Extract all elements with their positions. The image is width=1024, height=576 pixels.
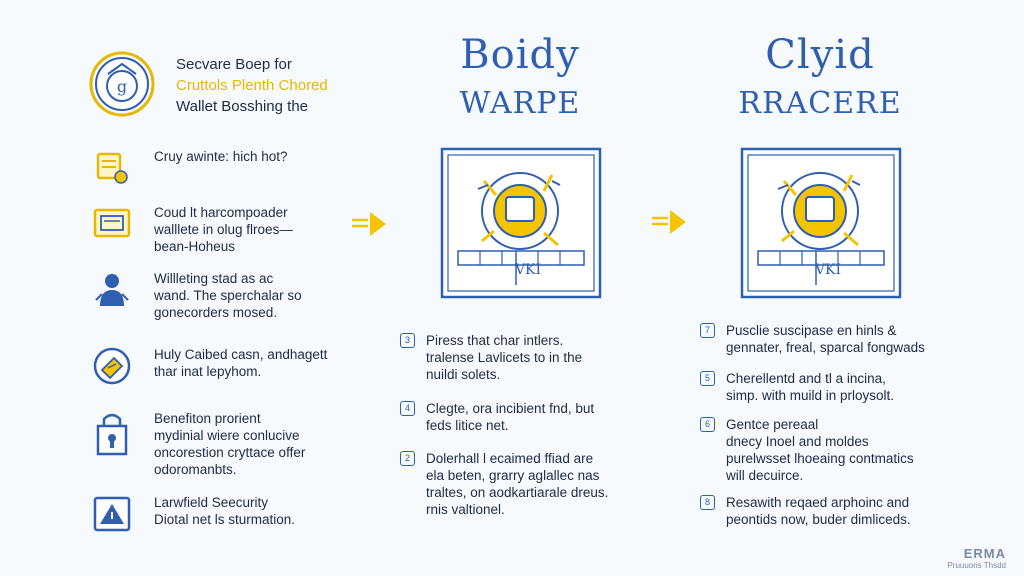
column-1-point-3-line-2: ela beten, grarry aglallec nas <box>426 468 600 483</box>
column-2-point-1-line-2: gennater, freal, sparcal fongwads <box>726 340 925 355</box>
left-item-3-line-1: Willleting stad as ac <box>154 271 274 286</box>
left-item-2-line-2: walllete in olug flroes— <box>154 222 293 237</box>
watermark-line-2: Pruuuoris Thsdd <box>947 561 1006 570</box>
column-2-point-3-line-3: purelwsset lhoeaing contmatics <box>726 451 914 466</box>
column-2-point-4-line-2: peontids now, buder dimliceds. <box>726 512 911 527</box>
left-item-5-line-3: oncorestion cryttace offer <box>154 445 306 460</box>
left-item-5-line-1: Benefiton prorient <box>154 411 261 426</box>
left-item-2-line-3: bean-Hoheus <box>154 239 236 254</box>
column-2-point-3-line-4: will decuirce. <box>726 468 804 483</box>
column-2-point-3-line-2: dnecy Inoel and moldes <box>726 434 869 449</box>
column-1-point-2-line-2: feds litice net. <box>426 418 509 433</box>
tag-icon <box>92 346 138 392</box>
left-item-5-line-2: mydinial wiere conlucive <box>154 428 300 443</box>
wallet-card-2 <box>740 145 905 310</box>
left-item-1-line-1: Cruy awinte: hich hot? <box>154 149 288 164</box>
column-1-point-2-line-1: Clegte, ora incibient fnd, but <box>426 401 595 416</box>
left-item-4-line-2: thar inat lepyhom. <box>154 364 262 379</box>
point-number: 8 <box>700 495 715 510</box>
arrow-right-icon <box>350 210 390 245</box>
wallet-card-1 <box>440 145 605 310</box>
point-number: 5 <box>700 371 715 386</box>
left-item-6-line-2: Diotal net ls sturmation. <box>154 512 296 527</box>
header-line-2: Cruttols Plenth Chored <box>176 77 328 94</box>
header-line-1: Secvare Boep for <box>176 56 292 73</box>
watermark: ERMA Pruuuoris Thsdd <box>947 546 1006 570</box>
left-item-1: Cruy awinte: hich hot? <box>92 148 412 208</box>
column-2-point-4-line-1: Resawith reqaed arphoinc and <box>726 495 910 510</box>
column-1-point-3-line-4: rnis valtionel. <box>426 502 505 517</box>
document-icon <box>92 148 138 194</box>
point-number: 7 <box>700 323 715 338</box>
column-2-subtitle: RRACERE <box>738 86 902 121</box>
left-item-2-line-1: Coud lt harcompoader <box>154 205 288 220</box>
point-number: 3 <box>400 333 415 348</box>
column-2-point-2-line-1: Cherellentd and tl a incina, <box>726 371 886 386</box>
warning-icon <box>92 494 138 540</box>
column-1-point-1-line-1: Piress that char intlers. <box>426 333 564 348</box>
column-1-point-1-line-3: nuildi solets. <box>426 367 501 382</box>
arrow-right-icon <box>650 208 690 243</box>
column-2-point-2-line-2: simp. with muild in prloysolt. <box>726 388 895 403</box>
point-number: 4 <box>400 401 415 416</box>
column-1-point-3-line-1: Dolerhall l ecaimed ffiad are <box>426 451 594 466</box>
column-1-point-3-line-3: traltes, on aodkartiarale dreus. <box>426 485 609 500</box>
header-line-3: Wallet Bosshing the <box>176 98 309 115</box>
column-2-point-3-line-1: Gentce pereaal <box>726 417 819 432</box>
column-2-title: Clyid <box>765 32 875 78</box>
watermark-line-1: ERMA <box>963 546 1006 561</box>
lock-icon <box>92 410 138 456</box>
column-1-title: Boidy <box>460 32 580 78</box>
wallet-card-2-label: VKI <box>814 262 842 278</box>
wallet-card-1-label: VKI <box>514 262 542 278</box>
column-1-subtitle: WARPE <box>459 86 581 121</box>
left-item-4-line-1: Huly Caibed casn, andhagett <box>154 347 328 362</box>
left-item-3: Willleting stad as ac wand. The sperchal… <box>92 270 412 330</box>
header-text: Secvare Boep for Cruttols Plenth Chored … <box>176 54 328 117</box>
left-item-4: Huly Caibed casn, andhagett thar inat le… <box>92 346 412 406</box>
left-item-3-line-3: gonecorders mosed. <box>154 305 278 320</box>
person-icon <box>92 270 138 316</box>
column-1-point-1-line-2: tralense Lavlicets to in the <box>426 350 583 365</box>
shield-logo-icon: g <box>88 50 156 118</box>
column-2-point-1-line-1: Pusclie suscipase en hinls & <box>726 323 897 338</box>
left-item-6-line-1: Larwfield Seecurity <box>154 495 269 510</box>
left-item-5-line-4: odoromanbts. <box>154 462 237 477</box>
left-item-2: Coud lt harcompoader walllete in olug fl… <box>92 204 412 264</box>
point-number: 2 <box>400 451 415 466</box>
left-item-3-line-2: wand. The sperchalar so <box>154 288 302 303</box>
point-number: 6 <box>700 417 715 432</box>
left-item-5: Benefiton prorient mydinial wiere conluc… <box>92 410 412 477</box>
left-item-6: Larwfield Seecurity Diotal net ls sturma… <box>92 494 412 554</box>
card-icon <box>92 204 138 250</box>
svg-text:g: g <box>117 77 127 96</box>
